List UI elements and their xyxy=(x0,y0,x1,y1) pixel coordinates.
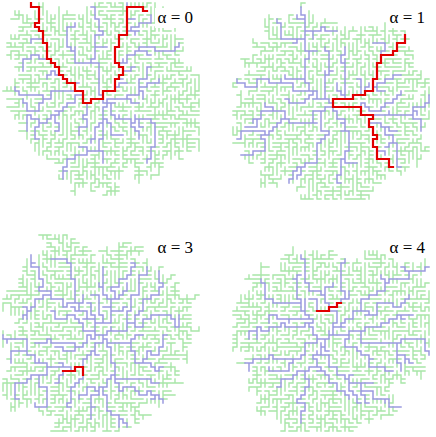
panel-label: α = 1 xyxy=(387,8,429,28)
blue-backbone xyxy=(15,3,179,179)
panel-label: α = 3 xyxy=(155,238,197,258)
panel-label: α = 4 xyxy=(387,238,429,258)
red-path xyxy=(63,367,83,375)
red-path xyxy=(333,35,405,167)
red-path xyxy=(317,303,341,311)
green-bonds xyxy=(233,3,429,199)
blue-backbone xyxy=(3,255,179,427)
blue-backbone xyxy=(245,255,429,423)
green-bonds xyxy=(233,247,429,431)
green-bonds xyxy=(3,3,199,195)
red-path xyxy=(31,3,147,103)
blue-backbone xyxy=(237,7,429,183)
green-bonds xyxy=(3,235,199,431)
panel-label: α = 0 xyxy=(155,8,197,28)
